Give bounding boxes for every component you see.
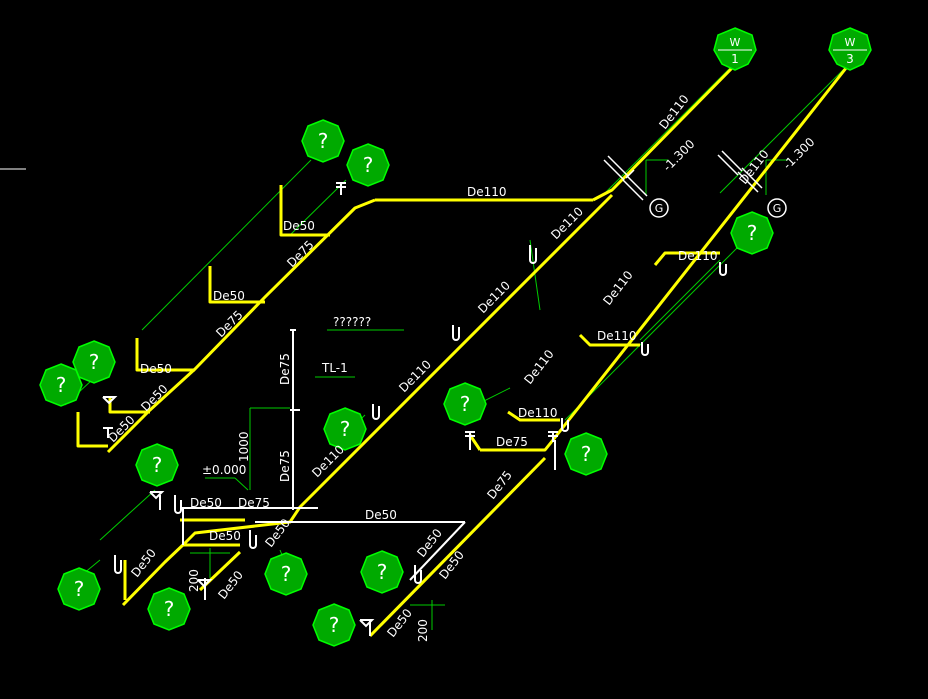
main-pipes [76,62,852,638]
branch-pipes [159,329,556,636]
fitting-g-markers: G G [649,198,787,218]
svg-text:?: ? [460,392,471,416]
drain-symbols [102,182,558,628]
pipe-label-de110: De110 [518,406,558,420]
question-marker: ? [57,567,101,611]
pipe-label-de75: De75 [496,435,528,449]
question-marker: ? [312,603,356,647]
pipe-label-de50: De50 [140,362,172,376]
level-zero-label: ±0.000 [202,463,246,477]
svg-text:?: ? [329,613,340,637]
svg-text:?: ? [581,442,592,466]
question-marker: ? [730,211,774,255]
pipe-label-de50: De50 [213,289,245,303]
pipe-label-de50: De50 [384,606,415,640]
pipe-label-de75: De75 [278,353,292,385]
outlet-number-label: 3 [846,52,854,66]
pipe-label-de50: De50 [365,508,397,522]
question-marker: ? [346,143,390,187]
pipe-label-de50: De50 [190,496,222,510]
svg-text:?: ? [89,350,100,374]
svg-text:?: ? [747,221,758,245]
question-marker: ? [72,340,116,384]
pipe-label-de75: De75 [238,496,270,510]
outlet-top-label: W [845,36,856,49]
svg-text:?: ? [340,417,351,441]
question-marker: ? [443,382,487,426]
svg-text:?: ? [363,153,374,177]
outlet-number-label: 1 [731,52,739,66]
question-marker: ? [135,443,179,487]
pipe-label-de110: De110 [597,329,637,343]
pipe-label-de110: De110 [396,357,434,395]
outlet-marker-w3: W 3 [828,27,872,71]
pipe-label-de110: De110 [678,249,718,263]
trap-symbols [114,245,727,584]
pipe-label-de110: De110 [548,204,586,242]
pipe-label-de110: De110 [600,268,635,308]
pipe-label-de110: De110 [467,185,507,199]
question-marker: ? [564,432,608,476]
unknown-note-label: ?????? [333,315,371,329]
riser-tag-label: TL-1 [321,361,348,375]
leader-lines [64,62,851,630]
question-marker: ? [39,363,83,407]
pipe-label-de50: De50 [138,382,170,414]
pipe-label-de110: De110 [475,278,513,316]
outlet-marker-w1: W 1 [713,27,757,71]
valve-symbols [603,150,763,201]
fitting-g-label: G [655,202,664,215]
level-1000-label: 1000 [237,431,251,462]
question-marker: ? [301,119,345,163]
svg-text:?: ? [281,562,292,586]
level-neg-label: -1.300 [780,135,817,172]
level-neg-label: -1.300 [660,137,697,174]
svg-text:?: ? [152,453,163,477]
svg-text:?: ? [164,597,175,621]
dim-200-label: 200 [187,569,201,592]
svg-text:?: ? [318,129,329,153]
pipe-label-de50: De50 [215,568,246,602]
pipe-label-de50: De50 [209,529,241,543]
fitting-g-label: G [773,202,782,215]
svg-text:?: ? [74,577,85,601]
question-marker: ? [360,550,404,594]
question-marker: ? [264,552,308,596]
pipe-label-de50: De50 [414,526,445,560]
outlet-top-label: W [730,36,741,49]
dim-200-label: 200 [416,619,430,642]
svg-text:?: ? [377,560,388,584]
pipe-label-de75: De75 [484,468,515,502]
pipe-label-de75: De75 [284,238,316,270]
pipe-label-de50: De50 [283,219,315,233]
question-markers: ? ? ? ? ? ? ? ? [39,119,774,647]
pipe-size-labels: De110 De50 De50 De50 De110 De110 De110 D… [105,92,817,642]
question-marker: ? [323,407,367,451]
question-marker: ? [147,587,191,631]
svg-text:?: ? [56,373,67,397]
pipe-label-de75: De75 [278,450,292,482]
pipe-label-de110: De110 [309,442,347,480]
pipe-label-de110: De110 [521,347,556,387]
